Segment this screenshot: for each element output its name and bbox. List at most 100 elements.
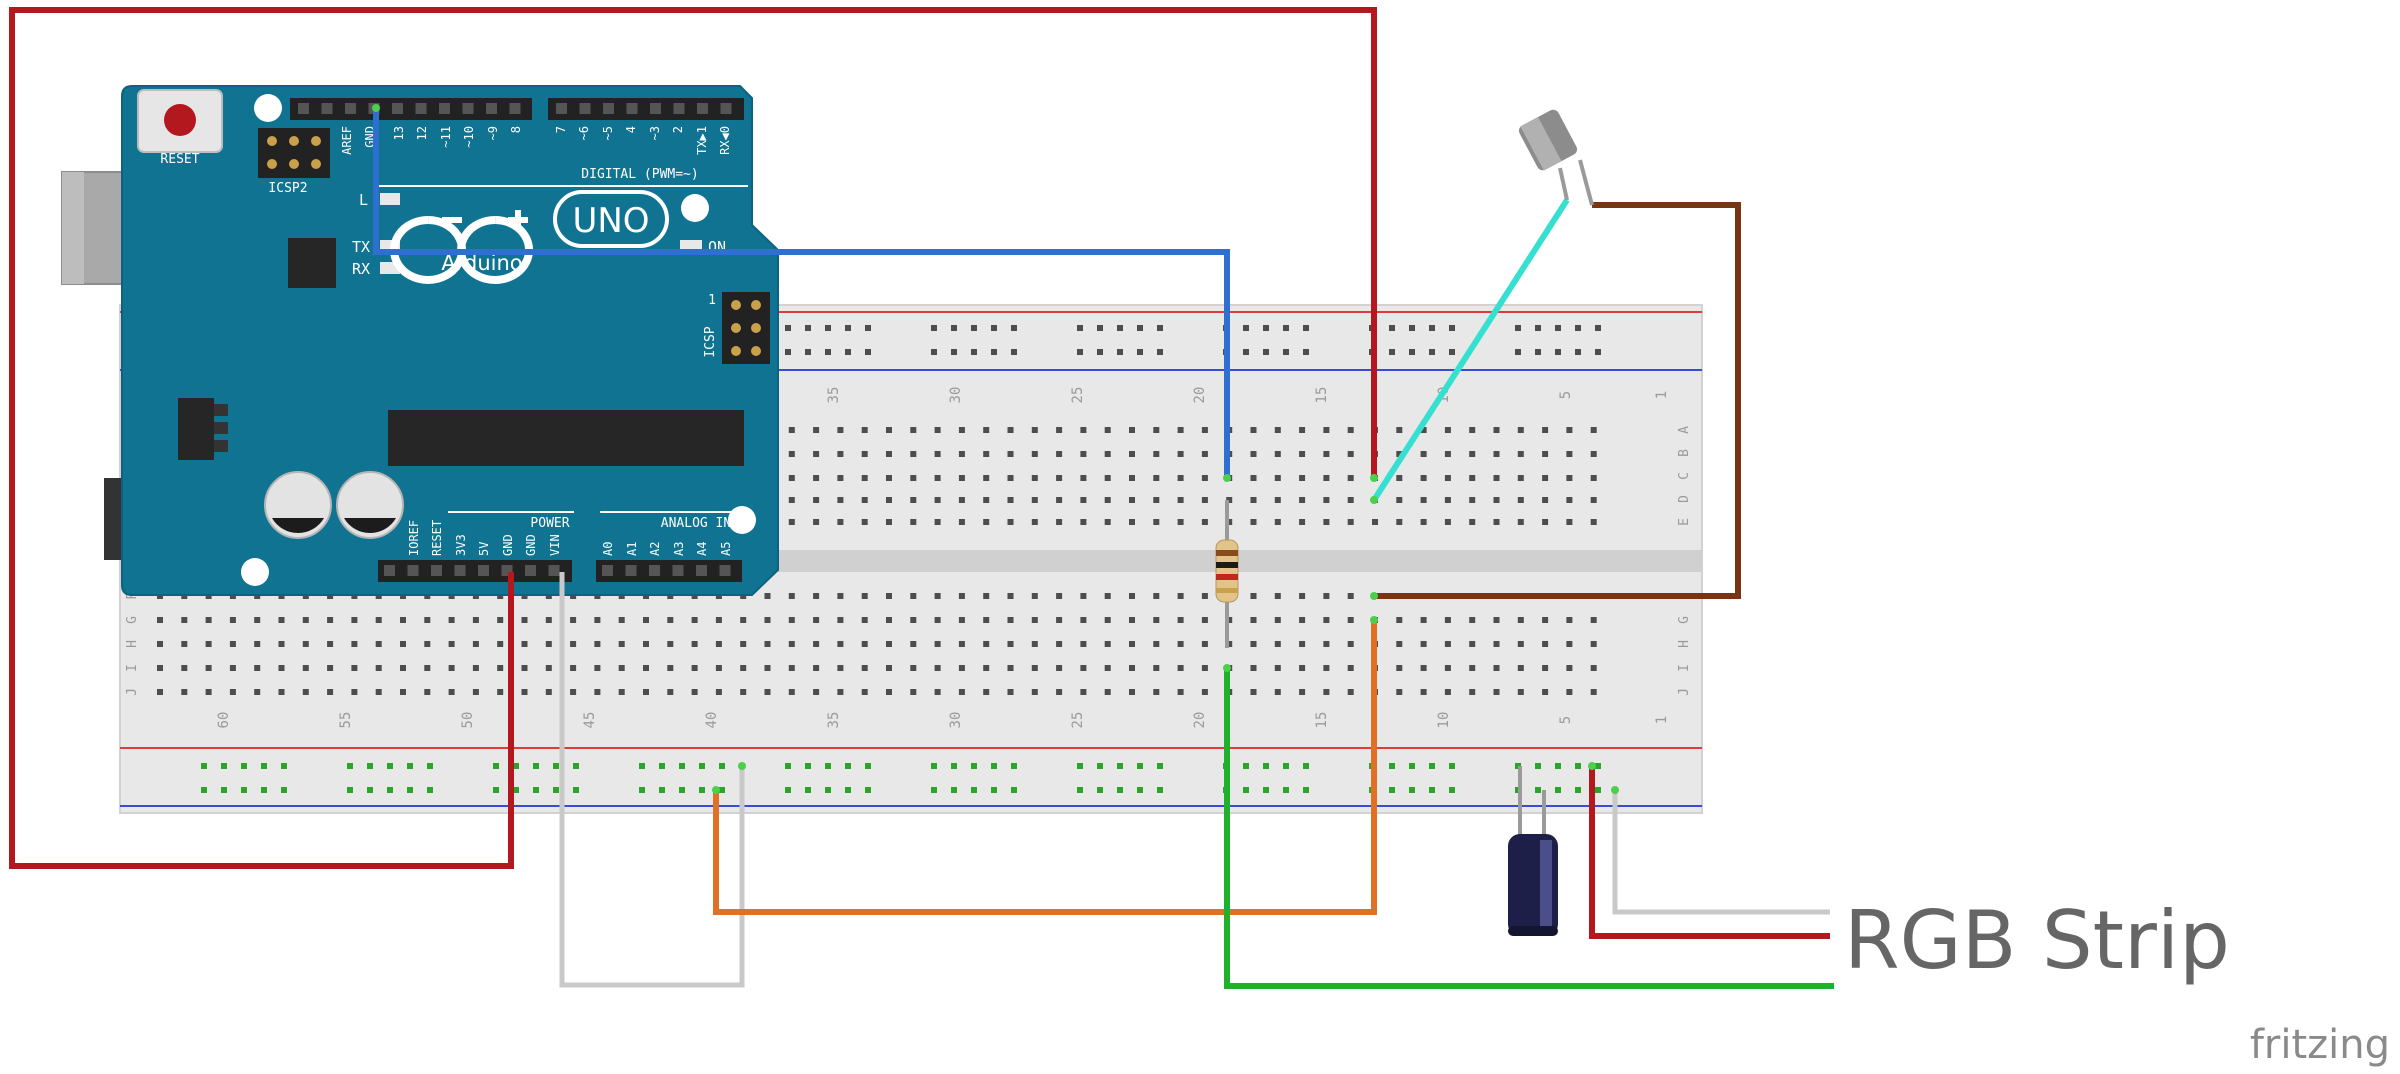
breadboard-hole[interactable] xyxy=(1274,665,1281,671)
breadboard-hole[interactable] xyxy=(813,593,820,599)
rail-hole[interactable] xyxy=(1011,325,1017,331)
rail-hole[interactable] xyxy=(387,763,393,769)
breadboard-hole[interactable] xyxy=(958,451,965,457)
rail-hole[interactable] xyxy=(845,325,851,331)
breadboard-hole[interactable] xyxy=(1396,475,1403,481)
rail-hole[interactable] xyxy=(261,763,267,769)
rail-hole[interactable] xyxy=(1303,325,1309,331)
rail-hole[interactable] xyxy=(1137,349,1143,355)
breadboard-hole[interactable] xyxy=(1274,689,1281,695)
breadboard-hole[interactable] xyxy=(1201,475,1208,481)
breadboard-hole[interactable] xyxy=(1517,689,1524,695)
breadboard-hole[interactable] xyxy=(1177,665,1184,671)
breadboard-hole[interactable] xyxy=(886,519,892,525)
breadboard-hole[interactable] xyxy=(886,617,892,623)
breadboard-hole[interactable] xyxy=(886,427,892,433)
rail-hole[interactable] xyxy=(347,787,353,793)
breadboard-hole[interactable] xyxy=(1323,689,1330,695)
breadboard-hole[interactable] xyxy=(1007,475,1014,481)
rail-hole[interactable] xyxy=(865,787,871,793)
breadboard-hole[interactable] xyxy=(1080,451,1087,457)
breadboard-hole[interactable] xyxy=(788,593,795,599)
breadboard-hole[interactable] xyxy=(1590,665,1597,671)
rail-hole[interactable] xyxy=(1595,763,1601,769)
header-pin[interactable] xyxy=(603,103,614,114)
breadboard-hole[interactable] xyxy=(1080,427,1087,433)
rail-hole[interactable] xyxy=(805,763,811,769)
breadboard-hole[interactable] xyxy=(448,665,455,671)
header-pin[interactable] xyxy=(439,103,450,114)
breadboard-hole[interactable] xyxy=(1517,475,1524,481)
breadboard-hole[interactable] xyxy=(837,519,844,525)
rail-hole[interactable] xyxy=(1449,325,1455,331)
breadboard-hole[interactable] xyxy=(861,665,868,671)
breadboard-hole[interactable] xyxy=(1542,617,1549,623)
breadboard-hole[interactable] xyxy=(1493,427,1500,433)
breadboard-hole[interactable] xyxy=(813,689,820,695)
rail-hole[interactable] xyxy=(427,763,433,769)
rail-hole[interactable] xyxy=(1137,763,1143,769)
breadboard-hole[interactable] xyxy=(1177,451,1184,457)
rail-hole[interactable] xyxy=(281,763,287,769)
breadboard-hole[interactable] xyxy=(594,665,601,671)
header-pin[interactable] xyxy=(415,103,427,114)
rail-hole[interactable] xyxy=(1555,325,1561,331)
rail-hole[interactable] xyxy=(1137,787,1143,793)
breadboard-hole[interactable] xyxy=(424,665,431,671)
breadboard-hole[interactable] xyxy=(1274,475,1281,481)
rail-hole[interactable] xyxy=(553,787,559,793)
rail-hole[interactable] xyxy=(659,763,665,769)
breadboard-hole[interactable] xyxy=(1299,689,1306,695)
rail-hole[interactable] xyxy=(1575,349,1581,355)
header-pin[interactable] xyxy=(345,103,356,114)
breadboard-hole[interactable] xyxy=(1542,519,1549,525)
breadboard-hole[interactable] xyxy=(983,451,990,457)
breadboard-hole[interactable] xyxy=(1177,519,1184,525)
rail-hole[interactable] xyxy=(1449,763,1455,769)
breadboard-hole[interactable] xyxy=(1129,475,1135,481)
breadboard-hole[interactable] xyxy=(886,497,892,503)
breadboard-hole[interactable] xyxy=(327,665,334,671)
breadboard-hole[interactable] xyxy=(1250,593,1257,599)
breadboard-hole[interactable] xyxy=(521,641,528,647)
breadboard-hole[interactable] xyxy=(157,665,163,671)
breadboard-hole[interactable] xyxy=(1080,665,1087,671)
breadboard-hole[interactable] xyxy=(205,641,212,647)
rail-hole[interactable] xyxy=(221,763,227,769)
breadboard-hole[interactable] xyxy=(521,689,528,695)
breadboard-hole[interactable] xyxy=(1201,593,1208,599)
breadboard-hole[interactable] xyxy=(764,665,771,671)
rail-hole[interactable] xyxy=(805,325,811,331)
breadboard-hole[interactable] xyxy=(667,689,674,695)
breadboard-hole[interactable] xyxy=(813,427,820,433)
breadboard-hole[interactable] xyxy=(1493,641,1500,647)
breadboard-hole[interactable] xyxy=(1566,475,1573,481)
rail-hole[interactable] xyxy=(805,787,811,793)
breadboard-hole[interactable] xyxy=(1007,497,1014,503)
breadboard-hole[interactable] xyxy=(1517,665,1524,671)
breadboard-hole[interactable] xyxy=(472,665,479,671)
breadboard-hole[interactable] xyxy=(837,641,844,647)
rail-hole[interactable] xyxy=(1389,787,1395,793)
header-pin[interactable] xyxy=(431,565,442,576)
rail-hole[interactable] xyxy=(865,763,871,769)
rail-hole[interactable] xyxy=(1515,325,1521,331)
breadboard-hole[interactable] xyxy=(1323,475,1330,481)
breadboard-hole[interactable] xyxy=(375,617,382,623)
breadboard-hole[interactable] xyxy=(643,689,649,695)
breadboard-hole[interactable] xyxy=(934,641,941,647)
header-pin[interactable] xyxy=(626,103,638,114)
breadboard-hole[interactable] xyxy=(545,617,552,623)
breadboard-hole[interactable] xyxy=(1420,665,1427,671)
breadboard-hole[interactable] xyxy=(1323,519,1330,525)
breadboard-hole[interactable] xyxy=(1056,497,1063,503)
breadboard-hole[interactable] xyxy=(983,617,990,623)
rail-hole[interactable] xyxy=(825,787,831,793)
breadboard-hole[interactable] xyxy=(934,427,941,433)
breadboard-hole[interactable] xyxy=(691,617,698,623)
rail-hole[interactable] xyxy=(367,763,373,769)
rail-hole[interactable] xyxy=(1283,349,1289,355)
breadboard-hole[interactable] xyxy=(1299,475,1306,481)
breadboard-hole[interactable] xyxy=(861,593,868,599)
breadboard-hole[interactable] xyxy=(1420,427,1427,433)
